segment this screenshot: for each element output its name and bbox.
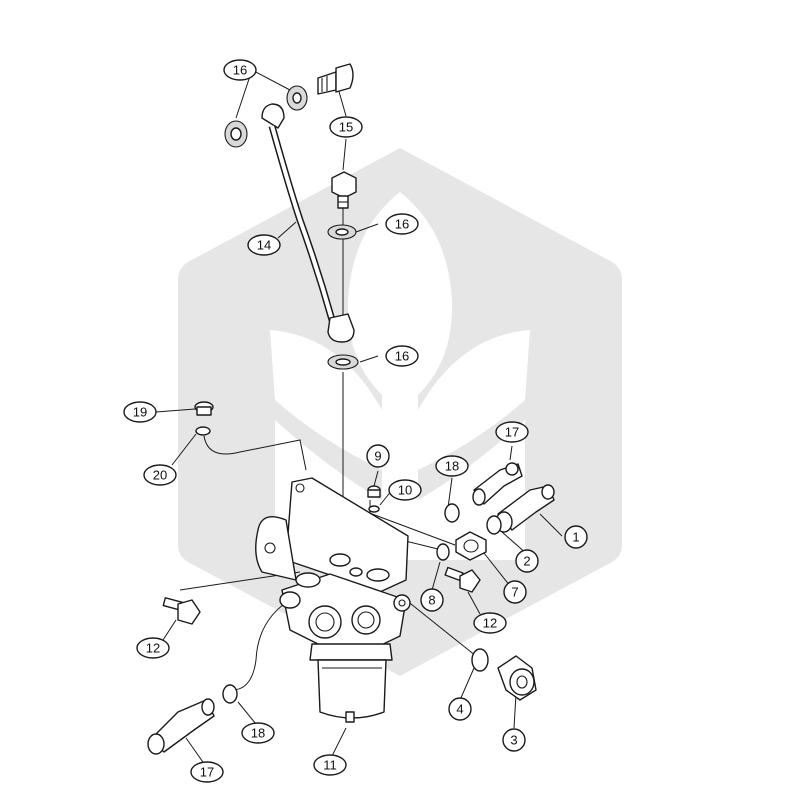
callout-4: 4 [448,697,472,721]
screw-9 [367,485,381,498]
callout-12-left: 12 [136,637,170,659]
hose-barb-17-upper [472,462,523,506]
callout-16-mid-upper: 16 [385,213,419,235]
callout-label: 4 [456,702,463,717]
o-ring-8 [436,543,450,561]
callout-label: 3 [510,733,517,748]
callout-7: 7 [503,580,527,604]
washer-16-middle-lower [327,354,359,370]
filter-head-assembly [255,477,411,661]
filter-bowl-11 [309,643,393,723]
callout-16-mid-lower: 16 [385,345,419,367]
plug-19 [194,401,214,416]
callout-label: 19 [133,405,147,420]
banjo-bolt-15-upper [317,63,354,95]
callout-17-upper: 17 [495,421,529,443]
callout-14: 14 [247,234,281,256]
o-ring-18-upper [444,503,460,523]
o-ring-2 [486,515,502,535]
banjo-bolt-15-lower [331,171,357,209]
callout-label: 2 [523,554,530,569]
callout-label: 17 [200,765,214,780]
callout-label: 20 [153,468,167,483]
callout-17-lower: 17 [190,761,224,783]
washer-16-left [224,120,248,148]
callout-9: 9 [366,444,390,468]
callout-18-upper: 18 [435,455,469,477]
callout-18-lower: 18 [241,722,275,744]
hose-barb-17-lower [147,698,215,755]
o-ring-20 [195,426,211,436]
plug-3 [497,655,537,701]
fitting-7 [455,531,487,561]
callout-label: 1 [572,530,579,545]
o-ring-4 [471,648,489,672]
callout-11: 11 [313,754,347,776]
callout-label: 9 [374,449,381,464]
callout-label: 17 [505,425,519,440]
callout-label: 16 [395,217,409,232]
callout-10: 10 [388,479,422,501]
callout-label: 15 [339,120,353,135]
callout-2: 2 [515,549,539,573]
bolt-12-left [162,597,201,625]
callout-19: 19 [123,401,157,423]
callout-20: 20 [143,464,177,486]
o-ring-18-lower [222,684,238,704]
callout-12-right: 12 [473,612,507,634]
bolt-12-right [444,566,481,593]
callout-label: 10 [398,483,412,498]
callout-label: 12 [483,616,497,631]
callout-label: 12 [146,641,160,656]
callout-label: 11 [323,758,337,773]
callout-label: 16 [233,63,247,78]
o-ring-10 [368,505,380,513]
washer-16-middle-upper [327,224,357,240]
callout-3: 3 [502,728,526,752]
callout-label: 18 [251,726,265,741]
callout-label: 8 [428,593,435,608]
callout-1: 1 [564,525,588,549]
callout-label: 16 [395,349,409,364]
callout-15: 15 [329,116,363,138]
callout-16-top: 16 [223,59,257,81]
washer-16-right [286,85,308,111]
callout-label: 14 [257,238,271,253]
callout-label: 7 [511,585,518,600]
callout-8: 8 [420,588,444,612]
callout-label: 18 [445,459,459,474]
fuel-line-14 [261,103,355,343]
